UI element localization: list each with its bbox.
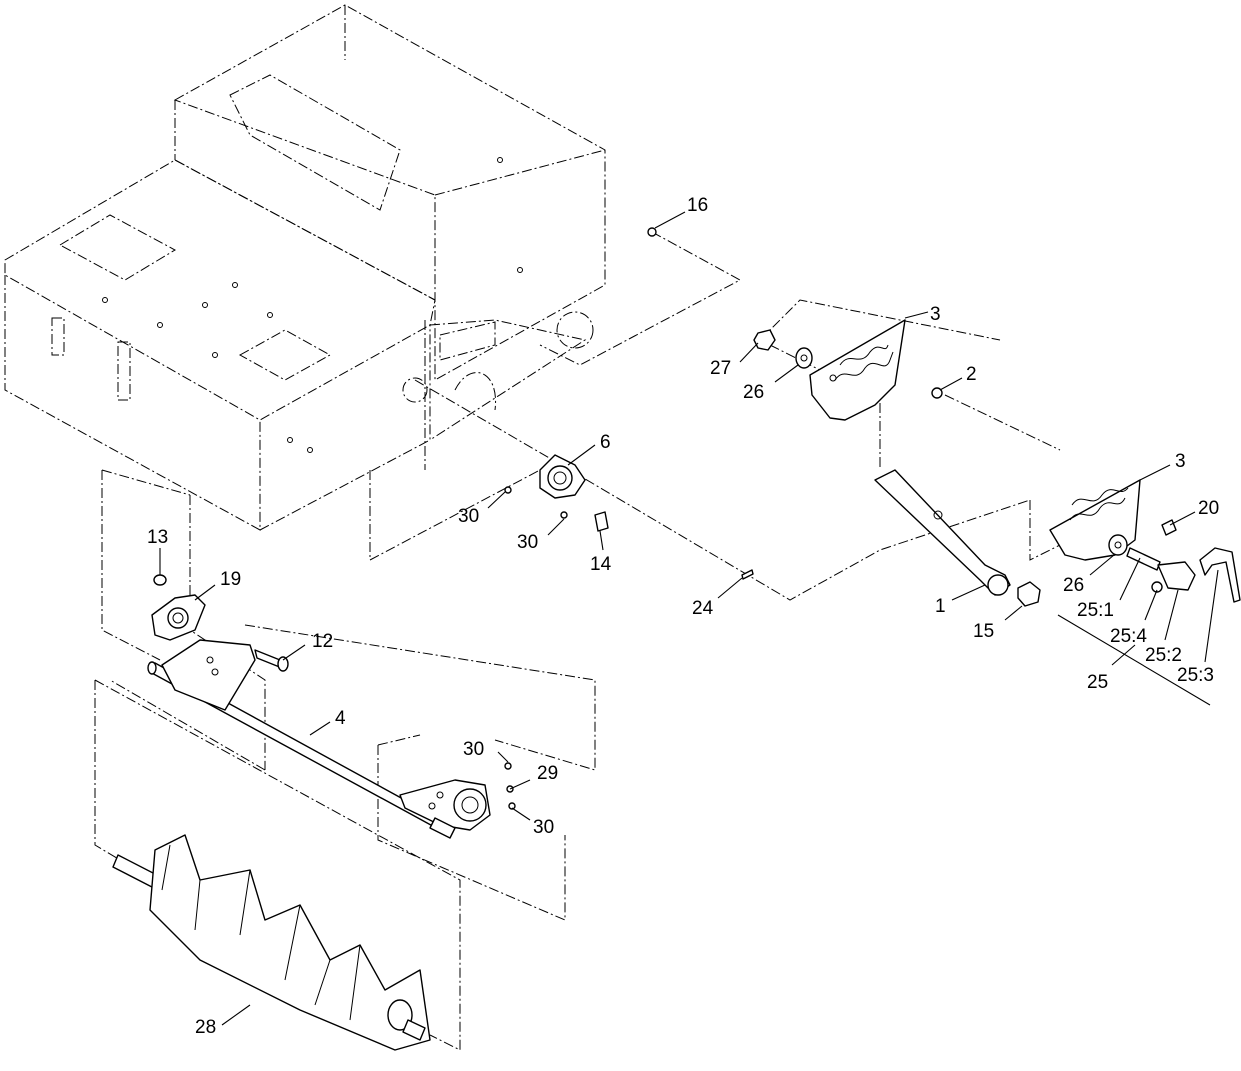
callout-30-c: 30 bbox=[463, 739, 484, 760]
flange-bearing-19 bbox=[151, 594, 206, 641]
bolt-16 bbox=[647, 227, 657, 237]
callout-14: 14 bbox=[590, 554, 612, 575]
callout-20: 20 bbox=[1198, 498, 1219, 519]
callout-1: 1 bbox=[935, 596, 946, 617]
leader-lines bbox=[159, 211, 1219, 1026]
flange-bearing-6 bbox=[539, 454, 586, 499]
callout-28: 28 bbox=[195, 1017, 216, 1038]
callout-24: 24 bbox=[692, 598, 714, 619]
callout-16: 16 bbox=[687, 195, 708, 216]
callout-3-lower: 3 bbox=[1175, 451, 1186, 472]
handle-assembly-25 bbox=[1126, 547, 1241, 603]
nut-27 bbox=[753, 329, 776, 351]
callout-25-3: 25:3 bbox=[1177, 665, 1214, 686]
right-bracket bbox=[399, 762, 516, 839]
callout-15: 15 bbox=[973, 621, 994, 642]
adjustment-plate-upper-3 bbox=[809, 319, 906, 421]
set-screws-30 bbox=[504, 486, 568, 519]
callout-25-1: 25:1 bbox=[1077, 600, 1114, 621]
nut-2 bbox=[931, 387, 943, 399]
tine-rotor-28 bbox=[112, 834, 431, 1051]
callout-30-d: 30 bbox=[533, 817, 554, 838]
callout-26-lower: 26 bbox=[1063, 575, 1084, 596]
callout-25: 25 bbox=[1087, 672, 1108, 693]
callout-25-2: 25:2 bbox=[1145, 645, 1182, 666]
lever-arm-1 bbox=[874, 469, 1011, 596]
chassis-frame bbox=[4, 4, 606, 531]
callout-29: 29 bbox=[537, 763, 558, 784]
assembly-lines bbox=[94, 231, 1061, 1051]
callout-12: 12 bbox=[312, 631, 333, 652]
bolt-14 bbox=[594, 511, 609, 532]
callout-26-upper: 26 bbox=[743, 382, 764, 403]
callout-30-a: 30 bbox=[458, 506, 479, 527]
washer-26-upper bbox=[795, 347, 813, 369]
left-bracket bbox=[161, 639, 256, 711]
callout-13: 13 bbox=[147, 527, 168, 548]
callout-2: 2 bbox=[966, 364, 977, 385]
washer-26-lower bbox=[1108, 534, 1128, 556]
pin-24 bbox=[741, 569, 754, 580]
nut-15 bbox=[1017, 581, 1041, 607]
bolt-20 bbox=[1161, 519, 1177, 536]
callout-19: 19 bbox=[220, 569, 241, 590]
nut-13 bbox=[153, 574, 167, 586]
callout-4: 4 bbox=[335, 708, 346, 729]
callout-6: 6 bbox=[600, 432, 611, 453]
callout-labels: 16 3 2 27 26 3 20 6 30 30 14 24 1 15 26 … bbox=[147, 195, 1219, 1038]
bolt-12 bbox=[254, 649, 289, 672]
callout-3-upper: 3 bbox=[930, 304, 941, 325]
callout-27: 27 bbox=[710, 358, 731, 379]
callout-30-b: 30 bbox=[517, 532, 538, 553]
callout-25-4: 25:4 bbox=[1110, 626, 1147, 647]
